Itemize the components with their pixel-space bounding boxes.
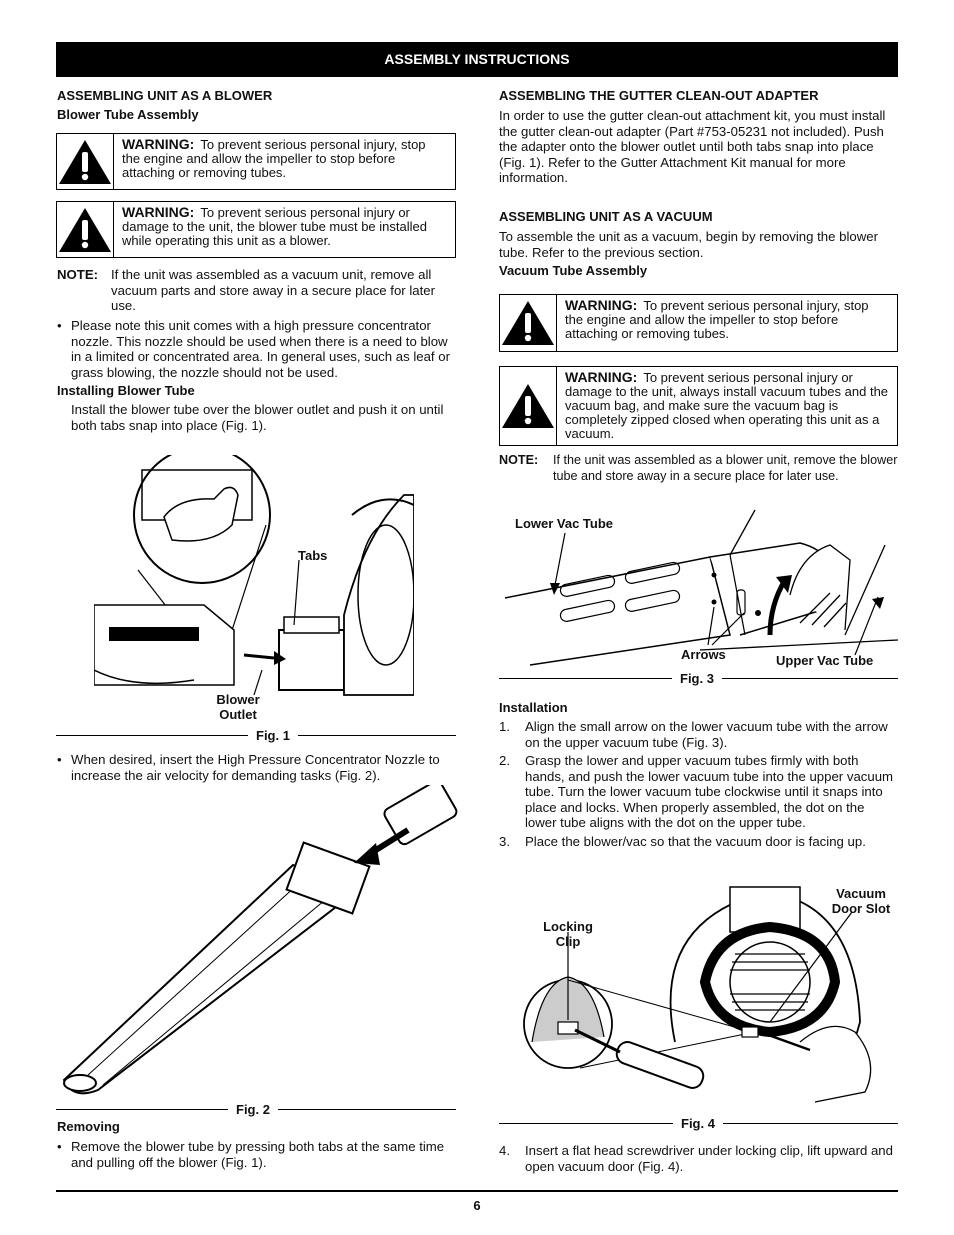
- note-label: NOTE:: [57, 267, 99, 282]
- note-vacuum: NOTE: If the unit was assembled as a blo…: [499, 453, 899, 484]
- fig3-caption-text: Fig. 3: [680, 671, 714, 686]
- blower-tube-subheading: Blower Tube Assembly: [57, 107, 199, 122]
- fig1-blower-outlet-label: Blower Outlet: [216, 692, 260, 722]
- warning-label: WARNING:: [565, 369, 638, 385]
- fig2-illustration: [62, 785, 458, 1095]
- warning-box-1: WARNING:To prevent serious personal inju…: [56, 133, 456, 190]
- bullet-concentrator: • When desired, insert the High Pressure…: [57, 752, 455, 783]
- fig4-caption-text: Fig. 4: [681, 1116, 715, 1131]
- section-banner: ASSEMBLY INSTRUCTIONS: [56, 42, 898, 77]
- step-number: 3.: [499, 834, 510, 849]
- vacuum-heading: ASSEMBLING UNIT AS A VACUUM: [499, 209, 713, 224]
- installing-heading: Installing Blower Tube: [57, 383, 195, 398]
- fig4-caption: Fig. 4: [499, 1116, 898, 1132]
- step-1: 1. Align the small arrow on the lower va…: [499, 719, 899, 750]
- bullet-removing: • Remove the blower tube by pressing bot…: [57, 1139, 455, 1170]
- step-2: 2. Grasp the lower and upper vacuum tube…: [499, 753, 899, 831]
- bullet-text: When desired, insert the High Pressure C…: [71, 752, 440, 783]
- note-text: If the unit was assembled as a vacuum un…: [111, 267, 435, 313]
- note-blower: NOTE: If the unit was assembled as a vac…: [57, 267, 455, 314]
- removing-heading: Removing: [57, 1119, 120, 1134]
- warning-label: WARNING:: [122, 136, 195, 152]
- fig3-lower-vac-label: Lower Vac Tube: [515, 516, 614, 531]
- warning-text: To prevent serious personal injury or da…: [565, 370, 889, 441]
- fig2-caption: Fig. 2: [56, 1102, 456, 1118]
- fig2-caption-text: Fig. 2: [236, 1102, 270, 1117]
- page-number: 6: [473, 1198, 481, 1213]
- warning-label: WARNING:: [122, 204, 195, 220]
- step-4: 4. Insert a flat head screwdriver under …: [499, 1143, 899, 1174]
- footer-rule: [56, 1190, 898, 1192]
- warning-text: To prevent serious personal injury, stop…: [565, 298, 869, 341]
- blower-heading: ASSEMBLING UNIT AS A BLOWER: [57, 88, 273, 103]
- fig4-illustration: [523, 886, 872, 1103]
- fig4-locking-clip-label: Locking Clip: [543, 919, 593, 949]
- gutter-heading: ASSEMBLING THE GUTTER CLEAN-OUT ADAPTER: [499, 88, 819, 103]
- note-text: If the unit was assembled as a blower un…: [553, 453, 898, 483]
- step-text: Grasp the lower and upper vacuum tubes f…: [525, 753, 894, 830]
- fig3-illustration: [504, 509, 898, 666]
- vacuum-text: To assemble the unit as a vacuum, begin …: [499, 229, 878, 260]
- step-text: Place the blower/vac so that the vacuum …: [525, 834, 866, 849]
- warning-box-4: WARNING:To prevent serious personal inju…: [499, 366, 898, 446]
- installing-text: Install the blower tube over the blower …: [71, 402, 444, 433]
- step-number: 2.: [499, 753, 510, 768]
- installation-heading: Installation: [499, 700, 568, 715]
- warning-triangle-icon: [500, 367, 557, 445]
- bullet-text: Remove the blower tube by pressing both …: [71, 1139, 445, 1170]
- warning-text: To prevent serious personal injury, stop…: [122, 137, 426, 180]
- fig1-illustration: [94, 455, 414, 696]
- warning-triangle-icon: [57, 202, 114, 257]
- step-text: Insert a flat head screwdriver under loc…: [525, 1143, 893, 1174]
- note-label: NOTE:: [499, 453, 539, 467]
- warning-text: To prevent serious personal injury or da…: [122, 205, 427, 248]
- fig3-upper-vac-label: Upper Vac Tube: [776, 653, 874, 668]
- step-3: 3. Place the blower/vac so that the vacu…: [499, 834, 899, 850]
- warning-triangle-icon: [500, 295, 557, 351]
- step-number: 4.: [499, 1143, 510, 1158]
- gutter-text: In order to use the gutter clean-out att…: [499, 108, 886, 185]
- step-number: 1.: [499, 719, 510, 734]
- warning-box-3: WARNING:To prevent serious personal inju…: [499, 294, 898, 352]
- fig1-tabs-label: Tabs: [298, 548, 328, 563]
- fig3-caption: Fig. 3: [499, 671, 898, 687]
- fig3-arrows-label: Arrows: [681, 647, 726, 662]
- warning-label: WARNING:: [565, 297, 638, 313]
- fig4-door-slot-label: Vacuum Door Slot: [831, 886, 891, 916]
- bullet-text: Please note this unit comes with a high …: [71, 318, 450, 380]
- bullet-nozzle: • Please note this unit comes with a hig…: [57, 318, 455, 380]
- vac-tube-heading: Vacuum Tube Assembly: [499, 263, 648, 278]
- fig1-caption: Fig. 1: [56, 728, 456, 744]
- warning-triangle-icon: [57, 134, 114, 189]
- fig1-caption-text: Fig. 1: [256, 728, 290, 743]
- warning-box-2: WARNING:To prevent serious personal inju…: [56, 201, 456, 258]
- step-text: Align the small arrow on the lower vacuu…: [525, 719, 888, 750]
